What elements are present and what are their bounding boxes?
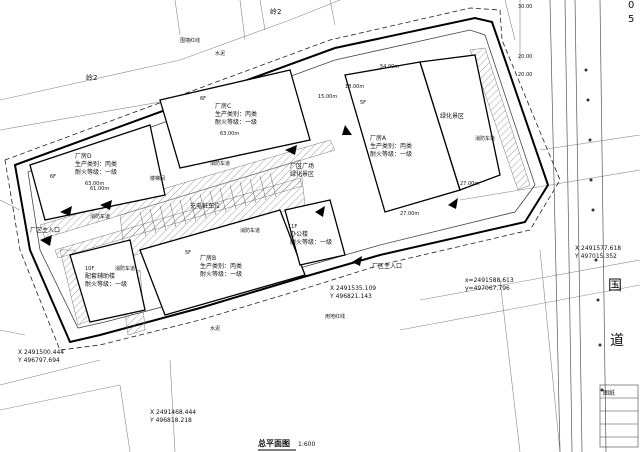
national-road-char-2: 道 <box>610 333 624 349</box>
plaza-label-2: 绿化景区 <box>290 170 314 178</box>
dim-11: 30.00 <box>518 4 532 10</box>
road-label-north: 岭2 <box>270 7 281 16</box>
parking-stalls <box>139 172 277 237</box>
green-label: 绿化景区 <box>440 112 464 120</box>
dorm-floors: 10F <box>85 266 94 272</box>
fire-lane-label-3: 消防车道 <box>240 227 260 234</box>
plaza-label-1: 厂区广场 <box>290 162 314 170</box>
parking-label: 充电桩车位 <box>190 202 220 210</box>
office-line2: 耐火等级：一级 <box>290 238 332 246</box>
coord-4-y: Y 496818.218 <box>149 417 192 424</box>
coord-1-y: Y 496821.143 <box>329 293 372 300</box>
coord-2-x: X 2491577.618 <box>575 245 621 252</box>
note-redline: 用地红线 <box>325 313 345 320</box>
dim-2: 54.00m <box>380 64 399 70</box>
note-cement-1: 水泥 <box>215 50 225 57</box>
side-entrance-label: 厂区主入口 <box>30 226 60 234</box>
site-boundary <box>13 16 550 344</box>
coord-2-y: Y 497015.352 <box>574 253 617 260</box>
traffic-arrows <box>40 125 458 266</box>
inner-road <box>27 29 536 329</box>
dim-4: 63.00m <box>220 131 239 137</box>
dim-6: 27.00m <box>460 181 479 187</box>
factory-b-floors: 5F <box>185 250 191 256</box>
factory-c-line1: 生产类别：丙类 <box>215 110 257 118</box>
dim-9: 20.00 <box>518 54 532 60</box>
factory-c-line2: 耐火等级：一级 <box>215 118 257 126</box>
side-mark-0: 0 <box>628 0 634 11</box>
factory-b-line2: 耐火等级：一级 <box>200 270 242 278</box>
dim-3: 61.00m <box>90 186 109 192</box>
office-floors: 11F <box>288 224 297 230</box>
coord-3-y: Y 496797.694 <box>17 357 60 364</box>
national-road-char-1: 国 <box>608 278 622 294</box>
note-fence: 围墙红线 <box>180 37 200 44</box>
factory-b-line1: 生产类别：丙类 <box>200 262 242 270</box>
coord-5-y: y=497067.796 <box>465 285 510 292</box>
dim-10: 20.00 <box>518 72 532 78</box>
dim-8: 15.00m <box>318 94 337 100</box>
fire-lane-label-5: 消防车道 <box>115 265 135 272</box>
green-strips <box>39 47 531 336</box>
dim-1: 63.00m <box>85 181 104 187</box>
factory-a-floors: 5F <box>360 100 366 106</box>
national-road-lines <box>549 0 607 452</box>
road-label-west: 岭2 <box>86 73 97 82</box>
drawing-title: 总平面图 <box>258 438 290 448</box>
coord-1-x: X 2491535.109 <box>330 285 376 292</box>
factory-a-name: 厂房A <box>370 134 387 142</box>
coord-5-x: x=2491588.613 <box>465 277 514 284</box>
factory-c-name: 厂房C <box>215 102 231 110</box>
main-entrance-label: 厂区主入口 <box>372 262 402 270</box>
note-cement-2: 水泥 <box>210 325 220 332</box>
building-outlines <box>29 54 501 323</box>
factory-a-line1: 生产类别：丙类 <box>370 142 412 150</box>
factory-d-floors: 6F <box>50 174 56 180</box>
stair-label: 楼梯间 <box>150 175 165 182</box>
side-mark-5: 5 <box>628 14 634 25</box>
factory-d-line2: 耐火等级：一级 <box>75 168 117 176</box>
title-block-box <box>599 384 639 448</box>
factory-d-line1: 生产类别：丙类 <box>75 160 117 168</box>
factory-d-name: 厂房D <box>75 152 92 160</box>
fire-lane-label-4: 消防车道 <box>475 135 495 142</box>
factory-b-name: 厂房B <box>200 254 216 262</box>
fire-lane-label-2: 消防车道 <box>90 213 110 220</box>
title-block-label: 图纸 <box>603 389 615 397</box>
dim-7: 18.00m <box>345 84 364 90</box>
factory-c-floors: 6F <box>200 96 206 102</box>
drawing-scale: 1:600 <box>298 441 315 448</box>
factory-a-line2: 耐火等级：一级 <box>370 150 412 158</box>
fire-lane-label-1: 消防车道 <box>210 160 230 167</box>
coord-3-x: X 2491500.444 <box>18 349 64 356</box>
coord-4-x: X 2491468.444 <box>150 409 196 416</box>
dim-5: 27.00m <box>400 211 419 217</box>
dorm-name: 配套辅助楼 <box>85 272 115 280</box>
dorm-line2: 耐火等级：一级 <box>85 280 127 288</box>
office-name: 办公楼 <box>290 230 308 238</box>
tree-markers <box>584 68 604 392</box>
